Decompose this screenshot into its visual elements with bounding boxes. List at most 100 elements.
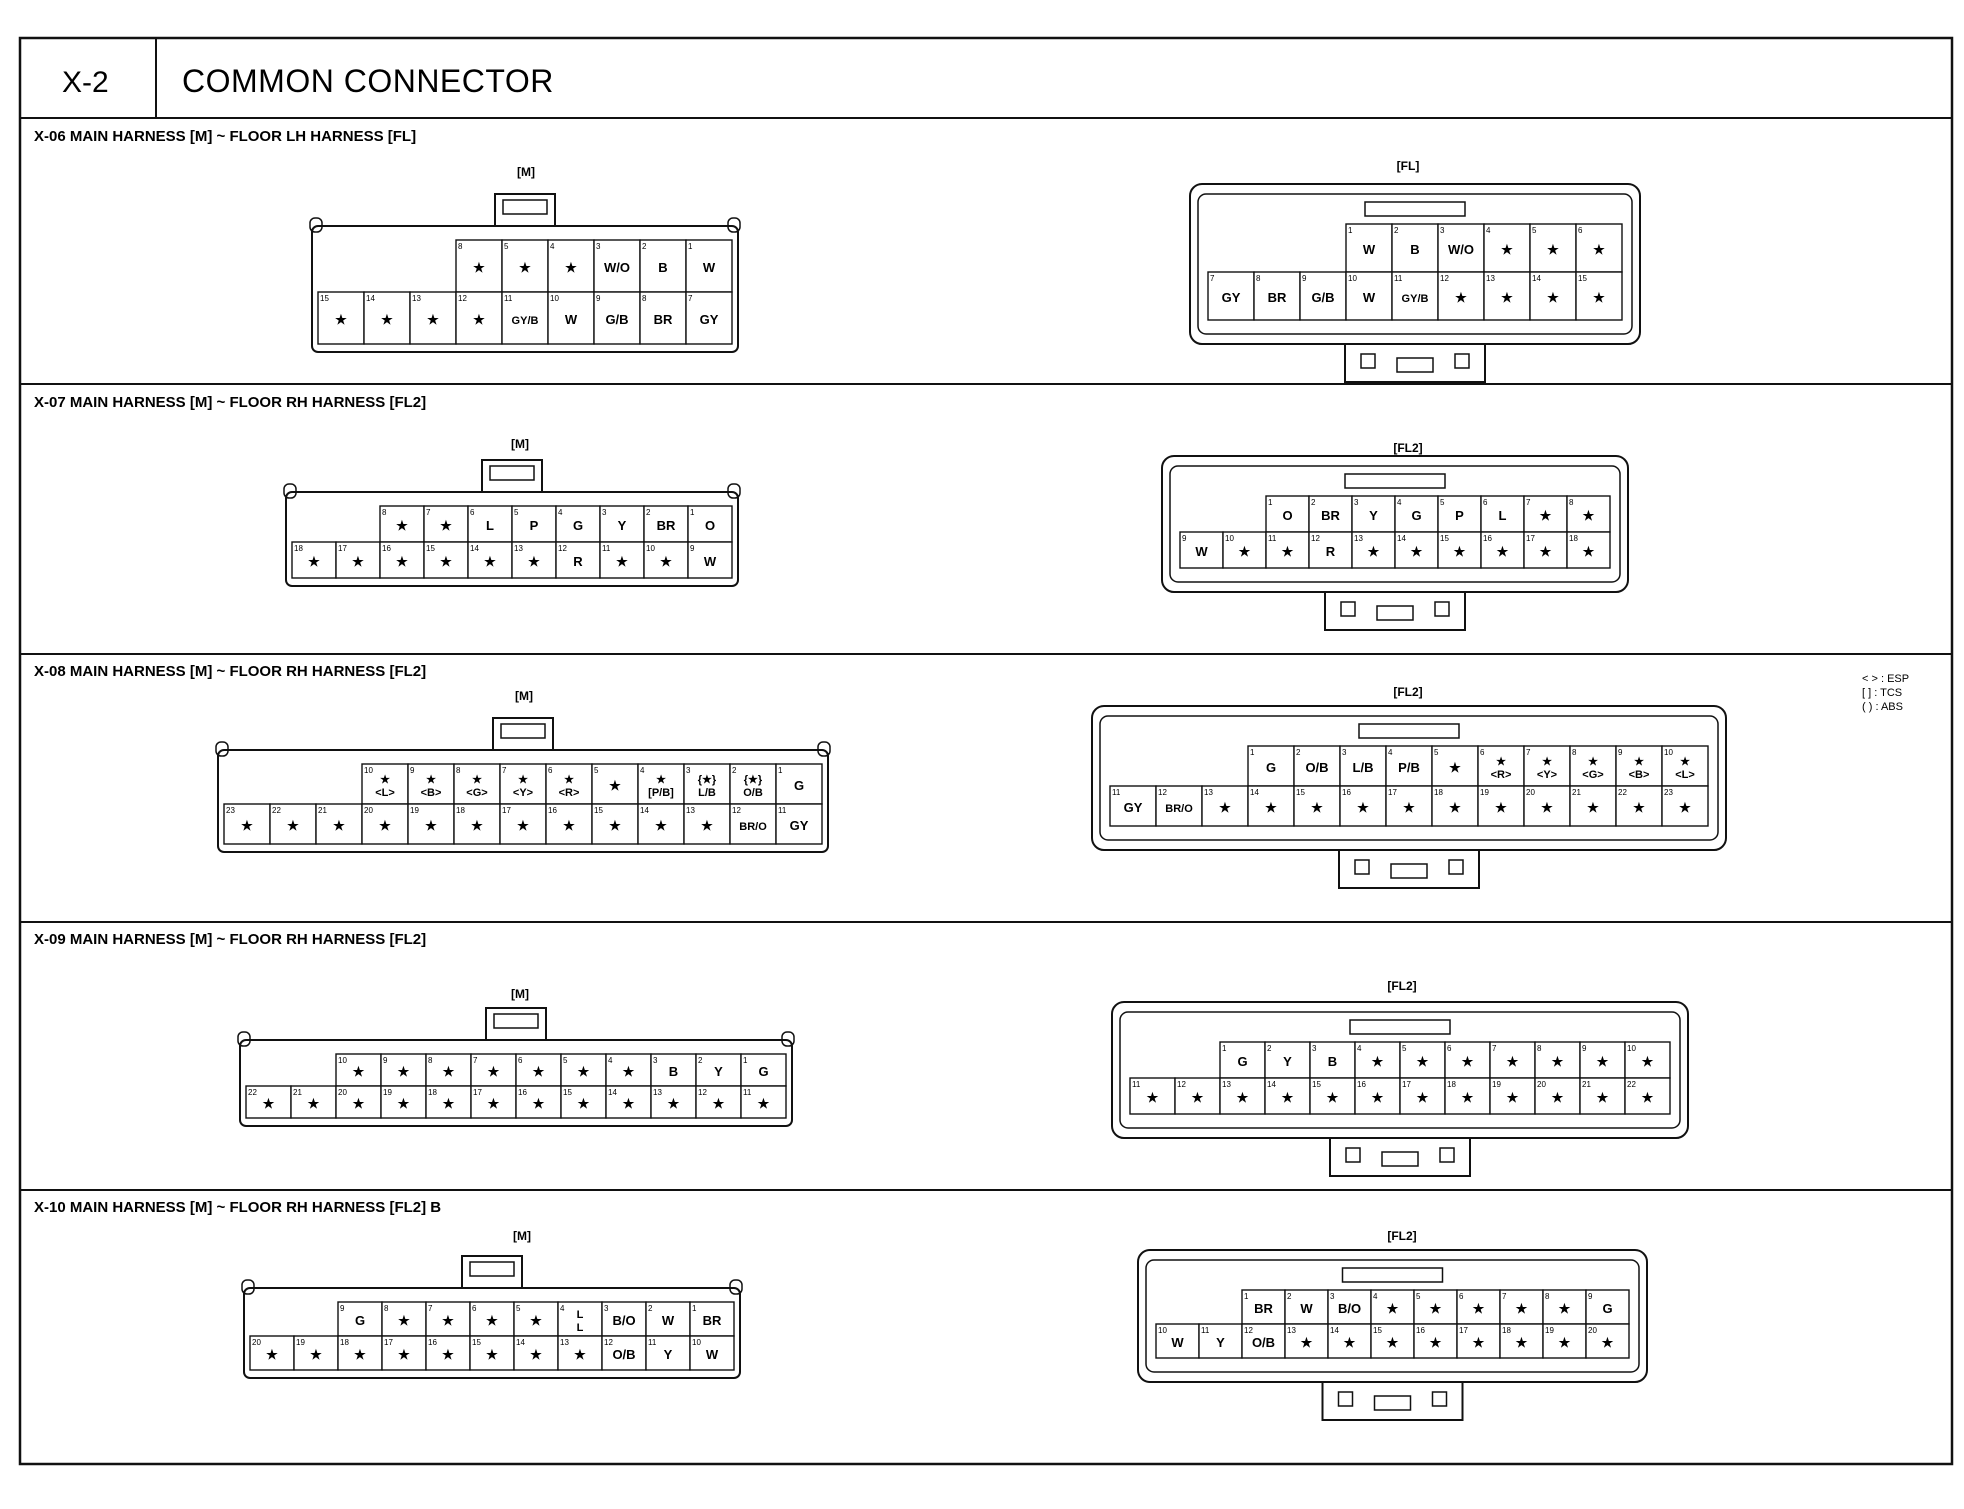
pin-cell — [593, 239, 641, 293]
pin-number: 9 — [1302, 274, 1307, 283]
pin-label: ★ — [656, 774, 666, 786]
pin-cell — [361, 803, 409, 845]
pin-label: W — [703, 260, 716, 275]
pin-number: 11 — [1132, 1080, 1141, 1089]
pin-label: GY — [1222, 290, 1241, 305]
connector-key — [1344, 473, 1446, 489]
pin-number: 2 — [732, 766, 737, 775]
pin-number: 2 — [642, 242, 647, 251]
pin-label: ★ — [1642, 1090, 1654, 1105]
pin-label: R — [1326, 544, 1336, 559]
pin-cell — [605, 1053, 652, 1087]
pin-number: 15 — [1440, 534, 1449, 543]
pin-label: ★ — [578, 1096, 590, 1111]
pin-cell — [1413, 1289, 1458, 1325]
pin-cell — [593, 291, 641, 345]
pin-number: 19 — [1480, 788, 1489, 797]
pin-label: ★ — [1147, 1090, 1159, 1105]
legend-abs: ( ) : ABS — [1862, 701, 1903, 713]
pin-label: ★ — [241, 818, 253, 833]
pin-label-sub: <R> — [1491, 769, 1512, 781]
pin-cell — [1253, 271, 1301, 321]
pin-number: 13 — [412, 294, 421, 303]
pin-label: ★ — [528, 554, 540, 569]
pin-label: GY — [700, 312, 719, 327]
pin-number: 20 — [338, 1088, 347, 1097]
pin-number: 16 — [1416, 1326, 1425, 1335]
connector-lock-slot — [1390, 863, 1428, 879]
pin-cell — [453, 803, 501, 845]
pin-label: ★ — [530, 1347, 542, 1362]
pin-cell — [425, 1085, 472, 1119]
connector-post — [727, 217, 741, 233]
connector-lock-slot — [1376, 605, 1414, 621]
pin-number: 18 — [428, 1088, 437, 1097]
pin-label: BR — [1268, 290, 1287, 305]
pin-number: 3 — [596, 242, 601, 251]
pin-number: 7 — [426, 508, 431, 517]
pin-cell — [1241, 1289, 1286, 1325]
pin-number: 1 — [690, 508, 695, 517]
pin-label: ★ — [308, 1096, 320, 1111]
pin-label: ★ — [1372, 1090, 1384, 1105]
pin-number: 8 — [384, 1304, 389, 1313]
pin-label: W — [704, 554, 717, 569]
pin-cell — [1566, 495, 1611, 533]
section-title-x07: X-07 MAIN HARNESS [M] ~ FLOOR RH HARNESS… — [34, 394, 426, 411]
pin-label: B — [669, 1064, 678, 1079]
pin-number: 5 — [1402, 1044, 1407, 1053]
pin-number: 5 — [1532, 226, 1537, 235]
pin-number: 3 — [602, 508, 607, 517]
pin-label: ★ — [440, 518, 452, 533]
pin-number: 18 — [456, 806, 465, 815]
pin-label: ★ — [473, 312, 485, 327]
pin-label: G — [573, 518, 583, 533]
pin-number: 1 — [1348, 226, 1353, 235]
pin-label: ★ — [713, 1096, 725, 1111]
pin-label: ★ — [1680, 756, 1690, 768]
pin-cell — [1523, 495, 1568, 533]
pin-number: 14 — [1532, 274, 1541, 283]
pin-cell — [425, 1335, 471, 1371]
pin-number: 22 — [248, 1088, 257, 1097]
pin-label: G — [1411, 508, 1421, 523]
pin-label: ★ — [668, 1096, 680, 1111]
pin-cell — [555, 541, 601, 579]
pin-label: W — [1363, 290, 1376, 305]
pin-number: 18 — [1434, 788, 1443, 797]
pin-number: 9 — [1182, 534, 1187, 543]
pin-cell — [1499, 1323, 1544, 1359]
pin-cell — [1339, 745, 1387, 787]
pin-label: ★ — [442, 1313, 454, 1328]
pin-number: 8 — [1572, 748, 1577, 757]
pin-cell — [1523, 745, 1571, 787]
pin-cell — [545, 763, 593, 805]
pin-label-sub: L/B — [698, 787, 716, 799]
connector-lock-hole — [1434, 601, 1450, 617]
pin-number: 9 — [340, 1304, 345, 1313]
pin-number: 18 — [1447, 1080, 1456, 1089]
pin-label: B/O — [1338, 1301, 1361, 1316]
pin-number: 15 — [426, 544, 435, 553]
pin-label: ★ — [1473, 1335, 1485, 1350]
pin-number: 8 — [642, 294, 647, 303]
pin-label: B — [1410, 242, 1419, 257]
pin-cell — [515, 1085, 562, 1119]
pin-cell — [740, 1085, 787, 1119]
pin-label: ★ — [563, 818, 575, 833]
pin-cell — [1174, 1077, 1221, 1115]
pin-label: ★ — [443, 1096, 455, 1111]
pin-cell — [337, 1335, 383, 1371]
pin-label: ★ — [1593, 242, 1605, 257]
pin-cell — [643, 541, 689, 579]
pin-number: 22 — [1618, 788, 1627, 797]
pin-number: 6 — [1480, 748, 1485, 757]
pin-number: 7 — [1210, 274, 1215, 283]
pin-cell — [269, 803, 317, 845]
pin-label: ★ — [398, 1064, 410, 1079]
pin-cell — [695, 1053, 742, 1087]
pin-label: ★ — [1583, 508, 1595, 523]
pin-number: 8 — [1256, 274, 1261, 283]
pin-number: 11 — [648, 1338, 657, 1347]
